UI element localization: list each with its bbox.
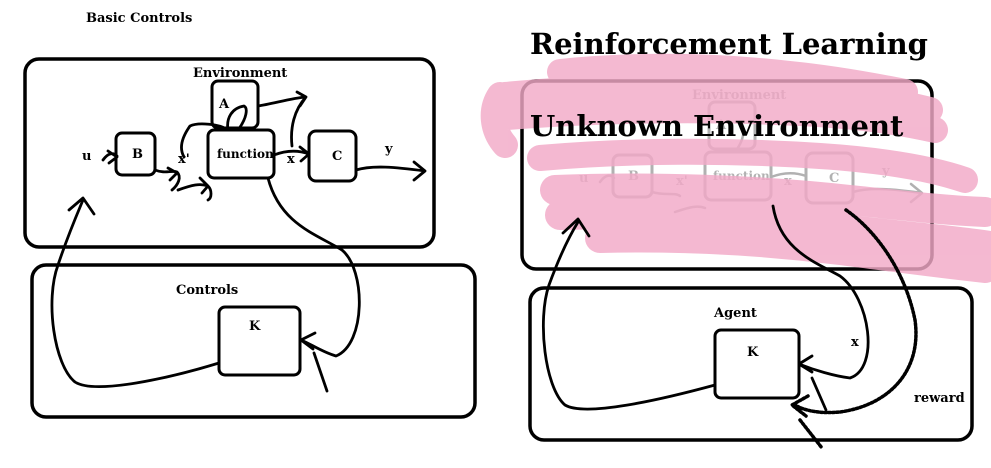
- block-k-label: K: [249, 319, 261, 334]
- rl-signal-x-label: x: [851, 335, 859, 350]
- signal-y-label: y: [384, 142, 393, 157]
- rl-panel: Reinforcement Learning Environment A B f…: [480, 27, 991, 450]
- signal-x-prime-label: x': [178, 152, 190, 167]
- rl-block-k-label: K: [747, 345, 759, 360]
- rl-title: Reinforcement Learning: [530, 27, 928, 61]
- block-b-label: B: [132, 147, 143, 162]
- block-c-label: C: [332, 149, 342, 164]
- block-function-label: function: [217, 147, 274, 161]
- block-a-label: A: [218, 97, 230, 112]
- rl-arrows: [541, 204, 918, 450]
- arrow-x-to-k: [266, 176, 361, 393]
- block-c: [307, 129, 358, 183]
- rl-arrow-reward: [790, 208, 918, 450]
- reward-label: reward: [914, 391, 965, 406]
- unknown-environment-label: Unknown Environment: [530, 109, 904, 143]
- block-k: [217, 305, 302, 377]
- basic-controls-title: Basic Controls: [86, 11, 192, 26]
- arrow-c-to-y: [354, 160, 427, 182]
- controls-box: [30, 263, 477, 419]
- rl-block-c-label: C: [829, 171, 839, 186]
- arrow-b-to-sum: [153, 166, 181, 192]
- controls-label: Controls: [176, 283, 238, 298]
- rl-arrow-x-to-k: [771, 204, 870, 412]
- arrow-a-feedback: [256, 90, 308, 148]
- arrow-function-to-c: [272, 145, 311, 163]
- signal-arrows: [50, 90, 427, 393]
- basic-controls-panel: Basic Controls Environment Controls A B …: [23, 11, 477, 419]
- arrow-sum-to-function: [176, 176, 213, 202]
- environment-label: Environment: [193, 66, 287, 81]
- unknown-highlight-scribble: [480, 53, 991, 283]
- signal-u-label: u: [82, 149, 91, 164]
- rl-arrow-k-to-u: [541, 217, 717, 411]
- agent-box: [528, 286, 974, 442]
- arrow-k-to-u: [50, 196, 221, 389]
- environment-box: [23, 57, 436, 249]
- rl-block-k: [713, 328, 801, 400]
- arrow-function-to-a: [180, 104, 248, 159]
- signal-x-label: x: [287, 152, 295, 167]
- arrow-u-to-b: [101, 149, 119, 165]
- agent-label: Agent: [713, 306, 757, 321]
